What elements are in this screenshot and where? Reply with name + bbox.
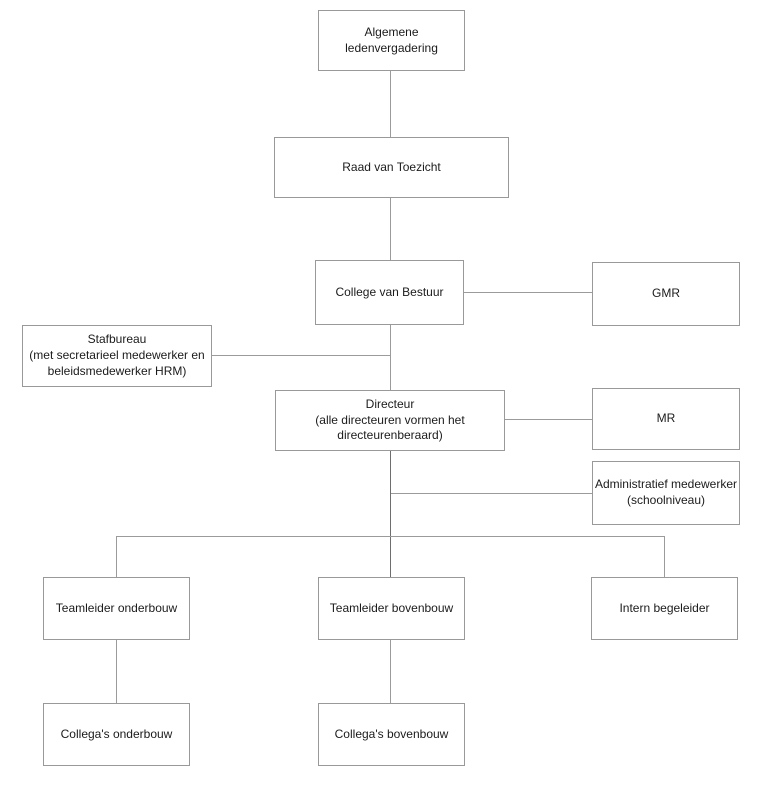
node-label: Teamleider bovenbouw [329, 600, 454, 615]
node-label: Raad van Toezicht [342, 159, 441, 174]
connector-directeur-to-mr [505, 419, 592, 420]
node-collegas-onderbouw: Collega's onderbouw [43, 703, 190, 766]
connector-drop-intern-begeleider [664, 536, 665, 577]
node-label: Teamleider onderbouw [55, 600, 178, 615]
node-administratief-medewerker: Administratief medewerker (schoolniveau) [592, 461, 740, 525]
connector-stafbureau-to-trunk [212, 355, 391, 356]
node-label: directeurenberaard) [337, 428, 443, 443]
connector-college-to-directeur [390, 325, 391, 390]
connector-drop-teamleider-onderbouw [116, 536, 117, 577]
node-directeur: Directeur (alle directeuren vormen het d… [275, 390, 505, 451]
node-label: Stafbureau [87, 332, 147, 347]
node-mr: MR [592, 388, 740, 450]
node-teamleider-bovenbouw: Teamleider bovenbouw [318, 577, 465, 640]
node-label: Collega's onderbouw [60, 726, 173, 741]
connector-algemene-to-raad [390, 71, 391, 137]
node-stafbureau: Stafbureau (met secretarieel medewerker … [22, 325, 212, 387]
node-label: GMR [652, 286, 680, 301]
node-label: Administratief medewerker [594, 477, 738, 492]
node-collegas-bovenbouw: Collega's bovenbouw [318, 703, 465, 766]
connector-distribution-bar [116, 536, 665, 537]
node-label: beleidsmedewerker HRM) [47, 363, 187, 378]
connector-raad-to-college [390, 197, 391, 260]
node-label: Algemene [364, 24, 419, 39]
node-teamleider-onderbouw: Teamleider onderbouw [43, 577, 190, 640]
connector-trunk-to-admin [391, 493, 592, 494]
node-label: Directeur [365, 396, 415, 411]
node-label: MR [656, 411, 676, 426]
connector-directeur-trunk [390, 451, 391, 577]
node-label: (alle directeuren vormen het [315, 412, 465, 427]
connector-tl-bovenbouw-to-collegas [390, 640, 391, 703]
node-label: (schoolniveau) [626, 493, 706, 507]
node-algemene-ledenvergadering: Algemene ledenvergadering [318, 10, 465, 71]
node-label: College van Bestuur [335, 284, 444, 299]
connector-tl-onderbouw-to-collegas [116, 640, 117, 703]
connector-college-to-gmr [464, 292, 592, 293]
node-label: ledenvergadering [345, 40, 438, 55]
node-gmr: GMR [592, 262, 740, 326]
node-label: Intern begeleider [619, 600, 710, 615]
node-raad-van-toezicht: Raad van Toezicht [274, 137, 509, 198]
node-label: (met secretarieel medewerker en [29, 348, 205, 363]
node-college-van-bestuur: College van Bestuur [315, 260, 464, 325]
node-intern-begeleider: Intern begeleider [591, 577, 738, 640]
node-label: Collega's bovenbouw [334, 726, 449, 741]
